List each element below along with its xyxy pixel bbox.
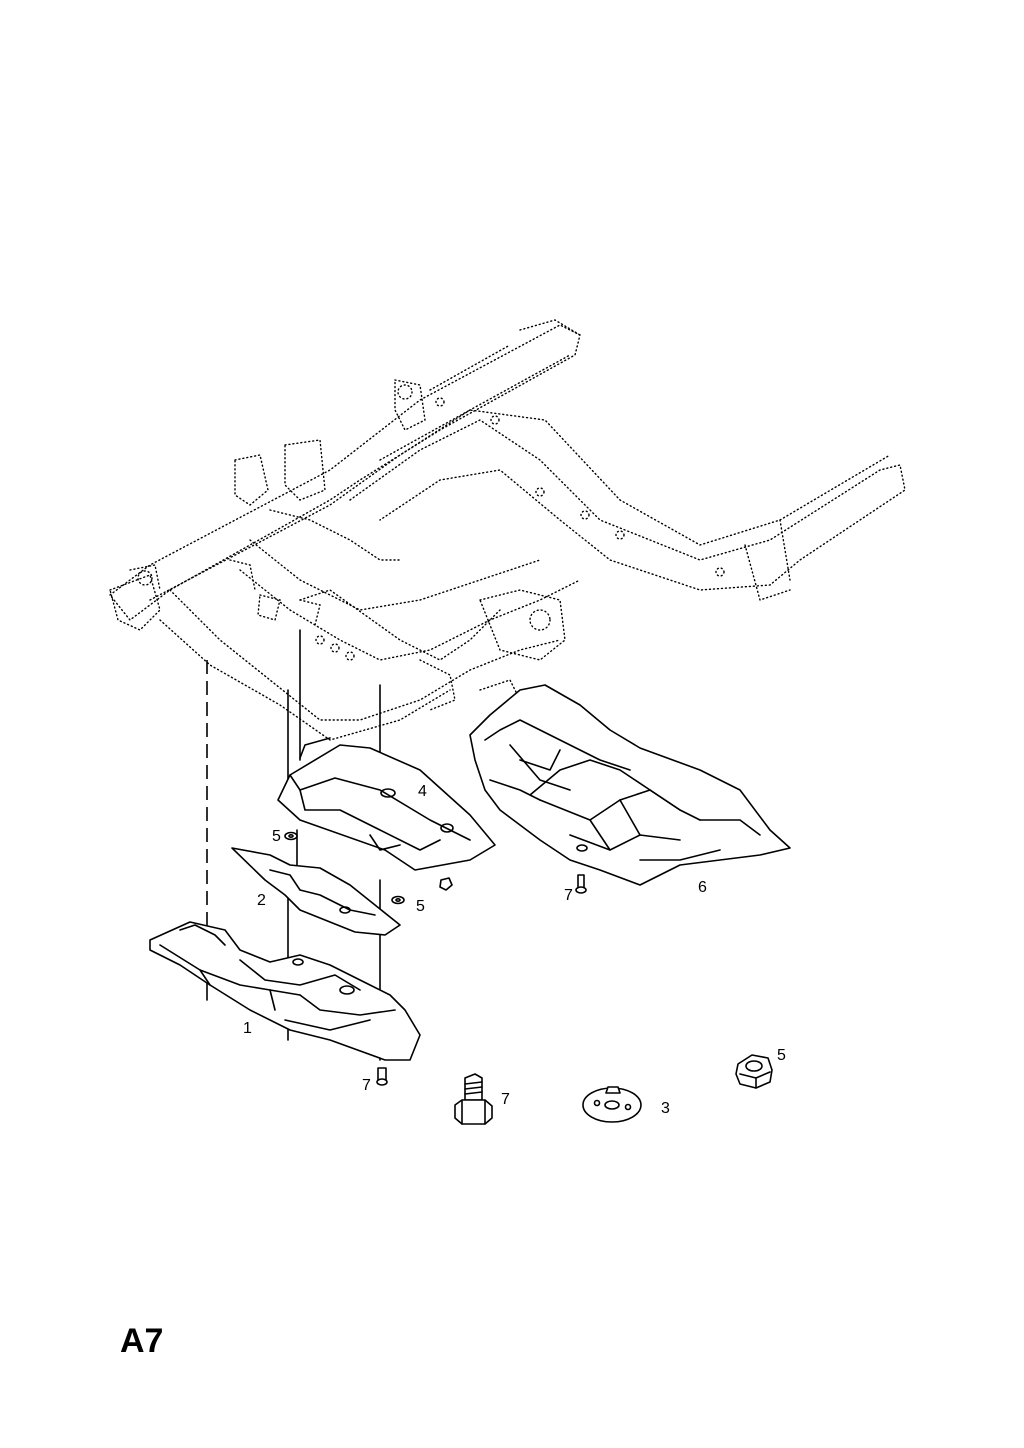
skid-plate-rear <box>149 921 421 1061</box>
bolt-small-6 <box>575 874 587 894</box>
bolt-icon <box>454 1073 493 1125</box>
skid-plate-front <box>469 684 791 886</box>
callout-3: 3 <box>661 1100 670 1117</box>
callout-5-upper: 5 <box>272 828 281 845</box>
callout-2: 2 <box>257 892 266 909</box>
callout-1: 1 <box>243 1020 252 1037</box>
callouts: 1 2 3 4 5 5 5 6 7 7 7 <box>243 783 786 1117</box>
page-code: A7 <box>120 1322 164 1360</box>
callout-4: 4 <box>418 783 427 800</box>
skid-plate-bracket <box>231 831 405 936</box>
callout-7-front: 7 <box>564 887 573 904</box>
callout-7-bolt: 7 <box>501 1091 510 1108</box>
bolt-small-1 <box>376 1067 388 1086</box>
callout-5-right: 5 <box>416 898 425 915</box>
chassis-frame <box>109 319 906 741</box>
callout-7-rear: 7 <box>362 1077 371 1094</box>
washer-icon <box>582 1086 642 1123</box>
nut-icon <box>735 1054 773 1089</box>
skid-plate-middle <box>277 737 496 871</box>
callout-5-nut: 5 <box>777 1047 786 1064</box>
nut-small <box>439 877 453 891</box>
callout-6: 6 <box>698 879 707 896</box>
